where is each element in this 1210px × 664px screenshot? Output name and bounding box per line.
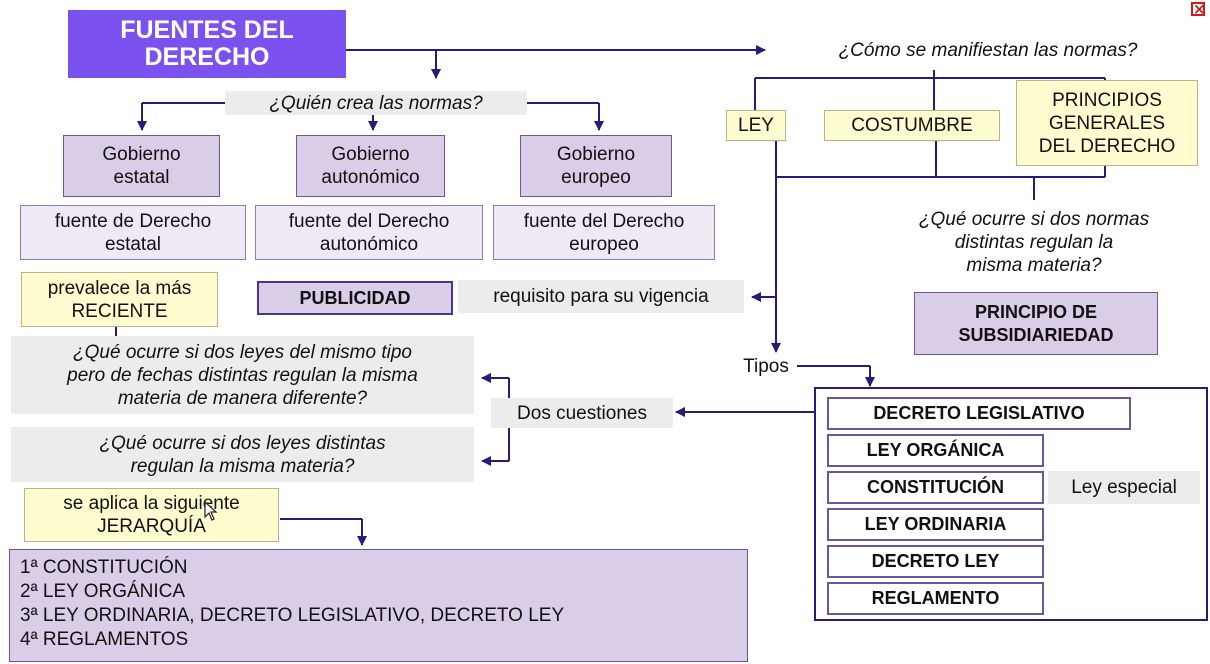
tipo-item: DECRETO LEY [827,545,1044,578]
tipos-panel [814,387,1208,621]
creator-box: Gobierno estatal [63,135,220,197]
ley-especial-label: Ley especial [1048,471,1200,504]
close-icon[interactable]: × [1191,0,1206,18]
tipo-item: CONSTITUCIÓN [827,471,1044,504]
principios-box: PRINCIPIOS GENERALES DEL DERECHO [1016,80,1198,166]
tipos-label: Tipos [743,355,789,377]
dos-cuestiones-label: Dos cuestiones [491,398,673,428]
title-line-1: FUENTES DEL [120,16,294,44]
jerarquia-note-box: se aplica la siguiente JERARQUÍA [24,488,279,542]
tipo-item: LEY ORGÁNICA [827,434,1044,467]
tipo-item: LEY ORDINARIA [827,508,1044,541]
conflict-question: ¿Qué ocurre si dos normas distintas regu… [918,208,1150,276]
mouse-cursor-icon [204,500,218,521]
distinct-question: ¿Qué ocurre si dos leyes distintas regul… [11,427,474,482]
vigencia-label: requisito para su vigencia [458,280,744,313]
hierarchy-item: 4ª REGLAMENTOS [20,629,189,650]
same-type-question: ¿Qué ocurre si dos leyes del mismo tipo … [11,336,474,414]
page-title: FUENTES DEL DERECHO [68,10,346,78]
source-box: fuente de Derecho estatal [20,205,246,260]
ley-box: LEY [726,110,786,141]
creator-box: Gobierno autonómico [296,135,445,197]
hierarchy-item: 1ª CONSTITUCIÓN [20,557,188,578]
creator-box: Gobierno europeo [520,135,672,197]
tipo-item: REGLAMENTO [827,582,1044,615]
subsidiariedad-box: PRINCIPIO DE SUBSIDIARIEDAD [914,292,1158,355]
who-question: ¿Quién crea las normas? [225,91,527,115]
tipo-item: DECRETO LEGISLATIVO [827,397,1131,430]
publicidad-box: PUBLICIDAD [257,281,453,315]
hierarchy-item: 3ª LEY ORDINARIA, DECRETO LEGISLATIVO, D… [20,605,565,626]
prevalece-box: prevalece la más RECIENTE [21,272,218,327]
how-question: ¿Cómo se manifiestan las normas? [838,39,1138,61]
costumbre-box: COSTUMBRE [824,110,1000,141]
title-line-2: DERECHO [144,43,270,71]
source-box: fuente del Derecho europeo [493,205,715,260]
hierarchy-item: 2ª LEY ORGÁNICA [20,581,186,602]
hierarchy-box: 1ª CONSTITUCIÓN 2ª LEY ORGÁNICA 3ª LEY O… [9,549,748,662]
source-box: fuente del Derecho autonómico [255,205,483,260]
